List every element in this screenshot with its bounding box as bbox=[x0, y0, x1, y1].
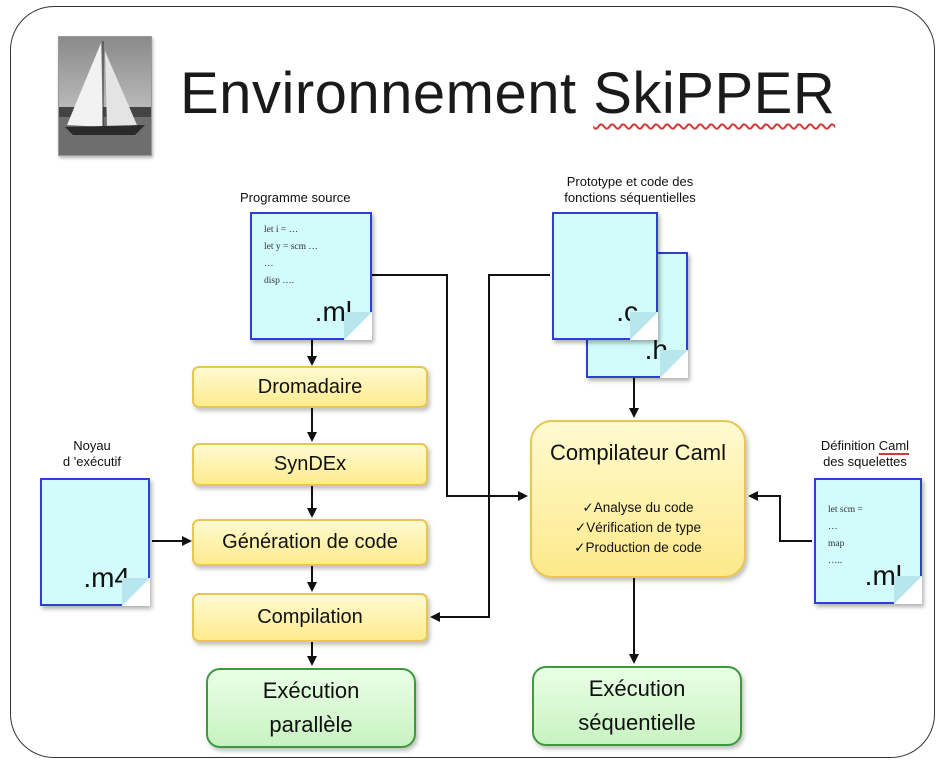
doc-skeleton-ml: let scm = … map ….. .ml bbox=[814, 478, 922, 604]
caption-noyau-line2: d 'exécutif bbox=[62, 454, 122, 469]
box-dromadaire: Dromadaire bbox=[192, 366, 428, 408]
caption-caml-word: Caml bbox=[878, 438, 910, 453]
sailboat-photo bbox=[58, 36, 152, 156]
box-execution-sequentielle: Exécution séquentielle bbox=[532, 666, 742, 746]
box-compilateur-caml: Compilateur Caml ✓Analyse du code ✓Vérif… bbox=[530, 420, 746, 578]
doc-c: .c bbox=[552, 212, 658, 340]
arrow-source-compilateur bbox=[372, 274, 528, 501]
compilateur-item: ✓Production de code bbox=[574, 540, 702, 555]
page-fold-icon bbox=[894, 576, 922, 604]
doc-source-code: let i = … let y = scm … … disp …. bbox=[264, 225, 318, 286]
arrow-skel-compilateur bbox=[748, 491, 812, 542]
doc-source-ml: let i = … let y = scm … … disp …. .ml bbox=[250, 212, 372, 340]
compilateur-item: ✓Analyse du code bbox=[582, 500, 694, 515]
caption-definition-line1: Définition Caml bbox=[820, 438, 910, 453]
caption-noyau-line1: Noyau bbox=[73, 438, 111, 453]
arrow-c-compilation bbox=[430, 274, 550, 622]
page-fold-icon bbox=[660, 350, 688, 378]
caption-definition: Définition Caml des squelettes bbox=[800, 438, 930, 470]
compilateur-items: ✓Analyse du code ✓Vérification de type ✓… bbox=[532, 498, 744, 558]
doc-skeleton-code: let scm = … map ….. bbox=[828, 505, 863, 566]
slide-frame bbox=[10, 6, 935, 758]
box-syndex: SynDEx bbox=[192, 443, 428, 486]
doc-m4: .m4 bbox=[40, 478, 150, 606]
title-brand: SkiPPER bbox=[593, 61, 836, 126]
caption-prototype-line2: fonctions séquentielles bbox=[564, 190, 696, 205]
box-execution-parallele: Exécution parallèle bbox=[206, 668, 416, 748]
compilateur-item: ✓Vérification de type bbox=[574, 520, 702, 535]
page-fold-icon bbox=[344, 312, 372, 340]
execution-sequentielle-line2: séquentielle bbox=[578, 710, 696, 735]
box-generation-code: Génération de code bbox=[192, 519, 428, 566]
compilateur-title: Compilateur Caml bbox=[549, 440, 727, 465]
execution-sequentielle-line1: Exécution bbox=[588, 676, 686, 701]
execution-parallele-line2: parallèle bbox=[269, 712, 353, 737]
caption-noyau: Noyau d 'exécutif bbox=[44, 438, 140, 470]
execution-parallele-line1: Exécution bbox=[262, 678, 360, 703]
caption-prototype: Prototype et code des fonctions séquenti… bbox=[540, 174, 720, 206]
caption-source: Programme source bbox=[240, 190, 351, 205]
box-compilation: Compilation bbox=[192, 593, 428, 642]
page-title: Environnement SkiPPER bbox=[180, 61, 836, 126]
page-fold-icon bbox=[122, 578, 150, 606]
page-fold-icon bbox=[630, 312, 658, 340]
caption-definition-line2: des squelettes bbox=[823, 454, 907, 469]
caption-prototype-line1: Prototype et code des bbox=[566, 174, 694, 189]
